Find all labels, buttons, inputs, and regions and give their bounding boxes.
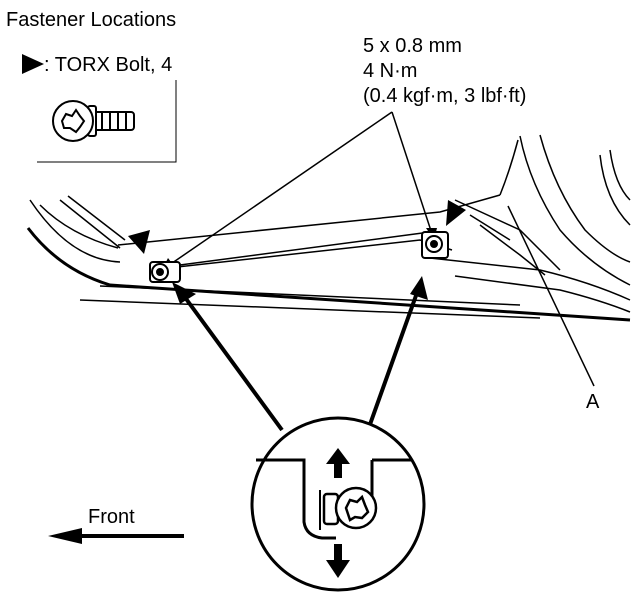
legend-text: : TORX Bolt, 4: [44, 54, 172, 76]
torx-bolt-icon: [52, 100, 135, 142]
trim-panel: [26, 134, 631, 322]
arrow-down-icon: [326, 544, 350, 578]
spec-leader-right: [391, 111, 435, 241]
detail-arrows: [172, 276, 428, 432]
bolt-left: [149, 261, 181, 283]
bolt-marker-right: [446, 200, 466, 226]
spec-leader-left: [161, 111, 393, 271]
arrow-left-icon: [48, 528, 184, 544]
spec-torque-nm: 4 N·m: [363, 60, 417, 82]
callout-a-leader: [507, 205, 595, 387]
callout-a-label: A: [586, 391, 600, 413]
spec-size: 5 x 0.8 mm: [363, 35, 462, 57]
legend-frame: [37, 80, 177, 163]
triangle-marker-icon: [22, 54, 44, 74]
arrow-up-icon: [326, 448, 350, 478]
spec-torque-imperial: (0.4 kgf·m, 3 lbf·ft): [363, 85, 526, 107]
bolt-right: [421, 231, 449, 259]
front-label: Front: [88, 506, 135, 528]
diagram-title: Fastener Locations: [6, 9, 176, 31]
bolt-marker-left: [128, 230, 150, 254]
detail-bolt-icon: [322, 486, 378, 530]
